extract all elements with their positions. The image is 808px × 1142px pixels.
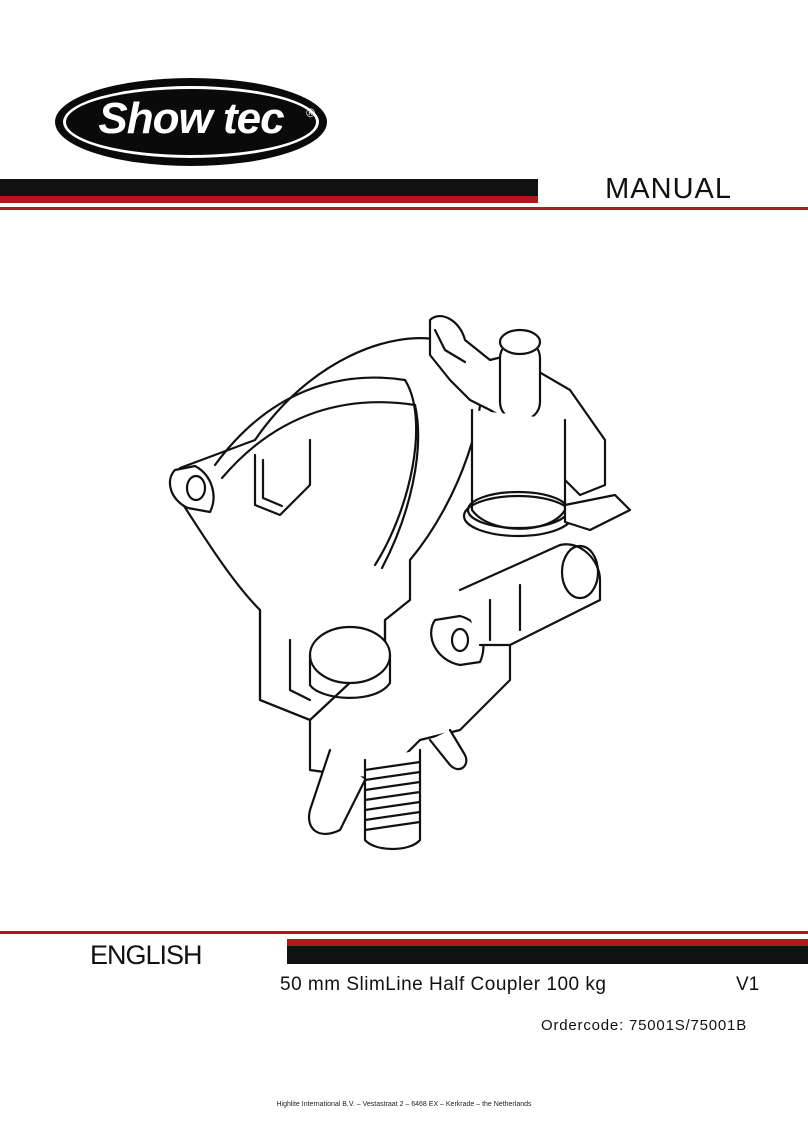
footer-bar-red-thin — [0, 931, 808, 934]
version-label: V1 — [736, 974, 760, 995]
ordercode-label: Ordercode: 75001S/75001B — [541, 1017, 748, 1034]
language-label: ENGLISH — [90, 940, 203, 970]
product-name: 50 mm SlimLine Half Coupler 100 kg — [280, 974, 607, 995]
footer-bar-black — [287, 946, 808, 964]
document-title: MANUAL — [605, 173, 732, 205]
registered-mark: ® — [306, 106, 315, 120]
half-coupler-clamp-drawing — [168, 315, 632, 850]
footer-bar-red-thick — [287, 939, 808, 946]
header-bar-black — [0, 179, 538, 196]
header-bar-red-thick — [0, 196, 538, 203]
logo-text: Show tec — [98, 94, 284, 143]
header-bar-red-thin — [0, 207, 808, 210]
company-address: Highlite International B.V. – Vestastraa… — [276, 1101, 532, 1108]
showtec-logo: Show tec ® — [55, 78, 327, 166]
